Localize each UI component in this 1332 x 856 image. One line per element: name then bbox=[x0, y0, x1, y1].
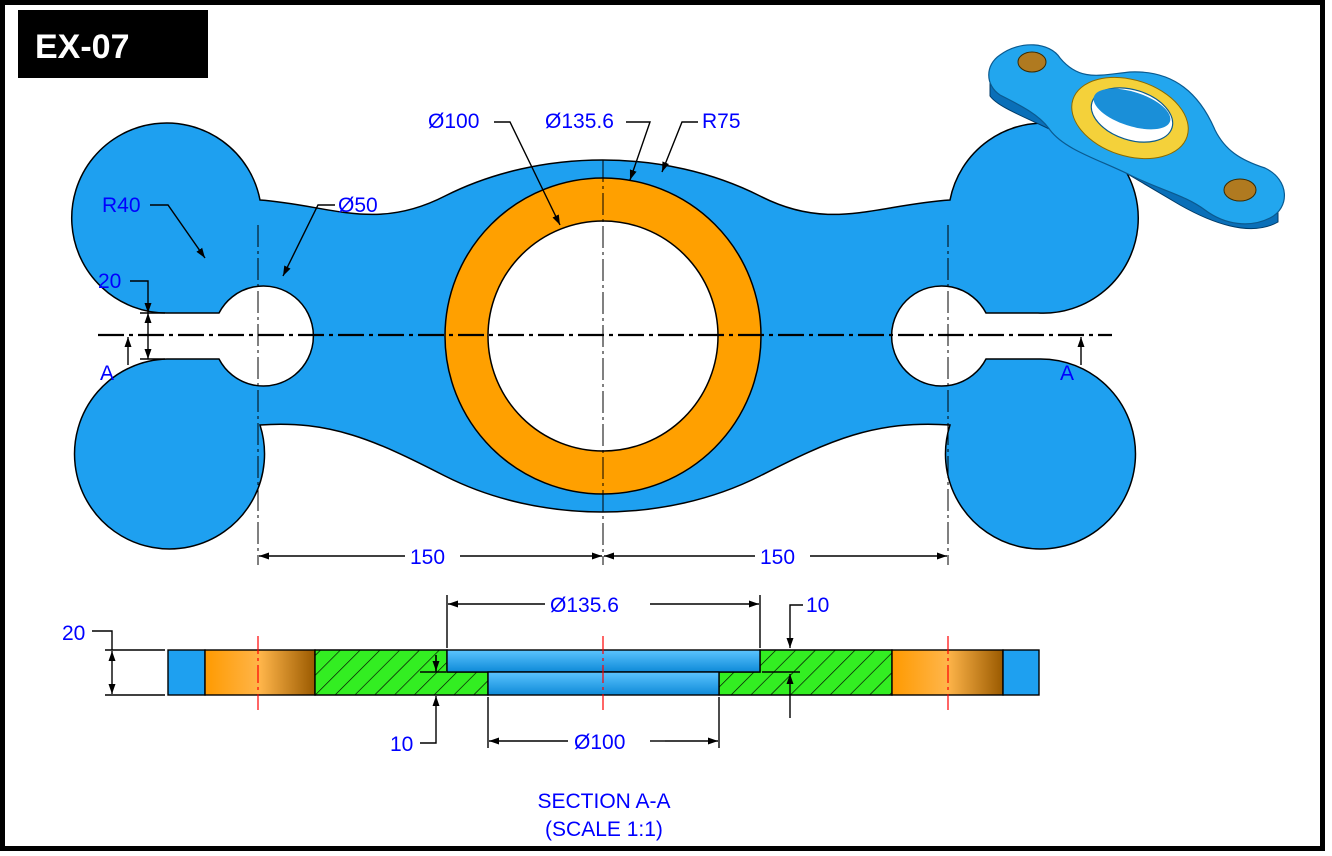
thickness-leader bbox=[92, 630, 113, 650]
counterbore-leader bbox=[626, 121, 651, 181]
slot-hole-leader bbox=[282, 204, 335, 277]
title-block bbox=[18, 10, 208, 78]
bore-label: Ø100 bbox=[428, 110, 479, 133]
slot-width-leader bbox=[130, 280, 149, 298]
iso-slot-left bbox=[1017, 51, 1047, 73]
section-caption-line1: SECTION A-A bbox=[537, 790, 670, 813]
bottom-depth-leader bbox=[420, 720, 437, 744]
bottom-depth-label: 10 bbox=[390, 733, 413, 756]
section-end-left bbox=[167, 649, 206, 696]
top-view: A A 20 R40 Ø50 Ø100 Ø135.6 R75 150 bbox=[71, 110, 1139, 569]
slot-hole-label: Ø50 bbox=[338, 194, 378, 217]
spacing-right-label: 150 bbox=[760, 546, 795, 569]
isometric-part-icon bbox=[988, 44, 1285, 230]
cb-depth-leader bbox=[786, 604, 803, 648]
section-view: 20 Ø135.6 10 Ø100 10 SECTION A-A (SCALE … bbox=[62, 594, 1040, 841]
outer-radius-leader bbox=[661, 121, 698, 173]
drawing-title: EX-07 bbox=[35, 28, 130, 66]
end-radius-label: R40 bbox=[102, 194, 141, 217]
outer-radius-label: R75 bbox=[702, 110, 741, 133]
iso-slot-right bbox=[1223, 178, 1257, 202]
bore-leader bbox=[494, 121, 561, 226]
thickness-label: 20 bbox=[62, 622, 85, 645]
iso-bore-wall bbox=[1093, 88, 1171, 130]
section-marker-left: A bbox=[100, 362, 114, 385]
cb-dia-label: Ø135.6 bbox=[550, 594, 619, 617]
cb-depth-label: 10 bbox=[806, 594, 829, 617]
counterbore-label: Ø135.6 bbox=[545, 110, 614, 133]
section-marker-right: A bbox=[1060, 362, 1074, 385]
slot-width-label: 20 bbox=[98, 270, 121, 293]
spacing-left-label: 150 bbox=[410, 546, 445, 569]
section-end-right bbox=[1002, 649, 1040, 696]
end-radius-leader bbox=[150, 204, 206, 259]
section-slot-left bbox=[204, 649, 316, 696]
bore-dia-label: Ø100 bbox=[574, 731, 625, 754]
section-caption-line2: (SCALE 1:1) bbox=[545, 818, 663, 841]
